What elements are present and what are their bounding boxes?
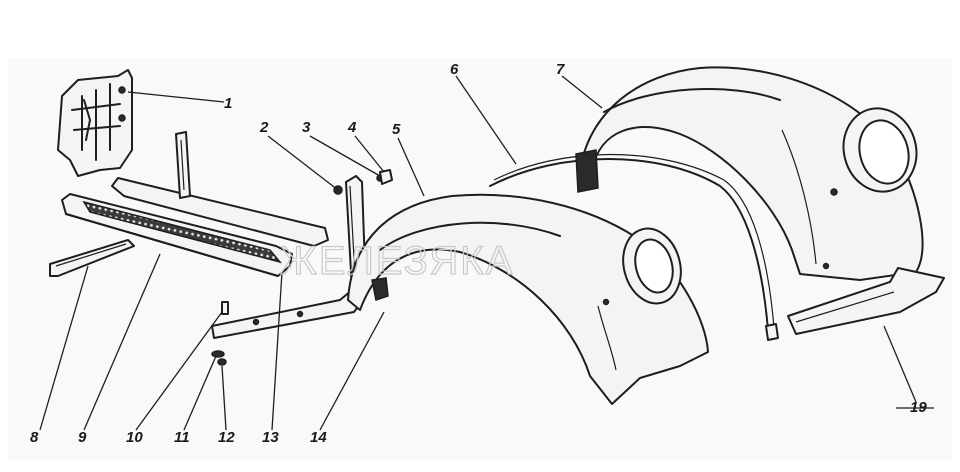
label-12: 12 [218, 429, 235, 446]
label-4: 4 [347, 119, 357, 136]
part-6-fender-welt [489, 153, 779, 341]
part-1-plate [57, 69, 133, 177]
label-5: 5 [392, 121, 401, 138]
part-8-bracket-arm [49, 239, 135, 277]
fasteners-2-3-4 [333, 169, 393, 195]
leader-lines [39, 75, 934, 431]
part-7-fender [575, 66, 924, 281]
part-5-front-fender [347, 193, 709, 405]
label-7: 7 [556, 61, 565, 78]
watermark: ЖЕЛЕЗЯКА [280, 239, 514, 283]
label-19: 19 [910, 399, 927, 416]
label-14: 14 [310, 429, 327, 446]
label-2: 2 [259, 119, 269, 136]
part-19-rear-bracket [787, 267, 945, 335]
part-9-running-board [61, 177, 329, 277]
label-6: 6 [450, 61, 459, 78]
bracket-vertical [175, 131, 191, 199]
label-10: 10 [126, 429, 143, 446]
label-1: 1 [224, 95, 232, 112]
label-3: 3 [302, 119, 311, 136]
fasteners-10-11-12 [211, 301, 229, 366]
label-11: 11 [174, 429, 190, 446]
label-9: 9 [78, 429, 87, 446]
label-8: 8 [30, 429, 39, 446]
label-13: 13 [262, 429, 279, 446]
